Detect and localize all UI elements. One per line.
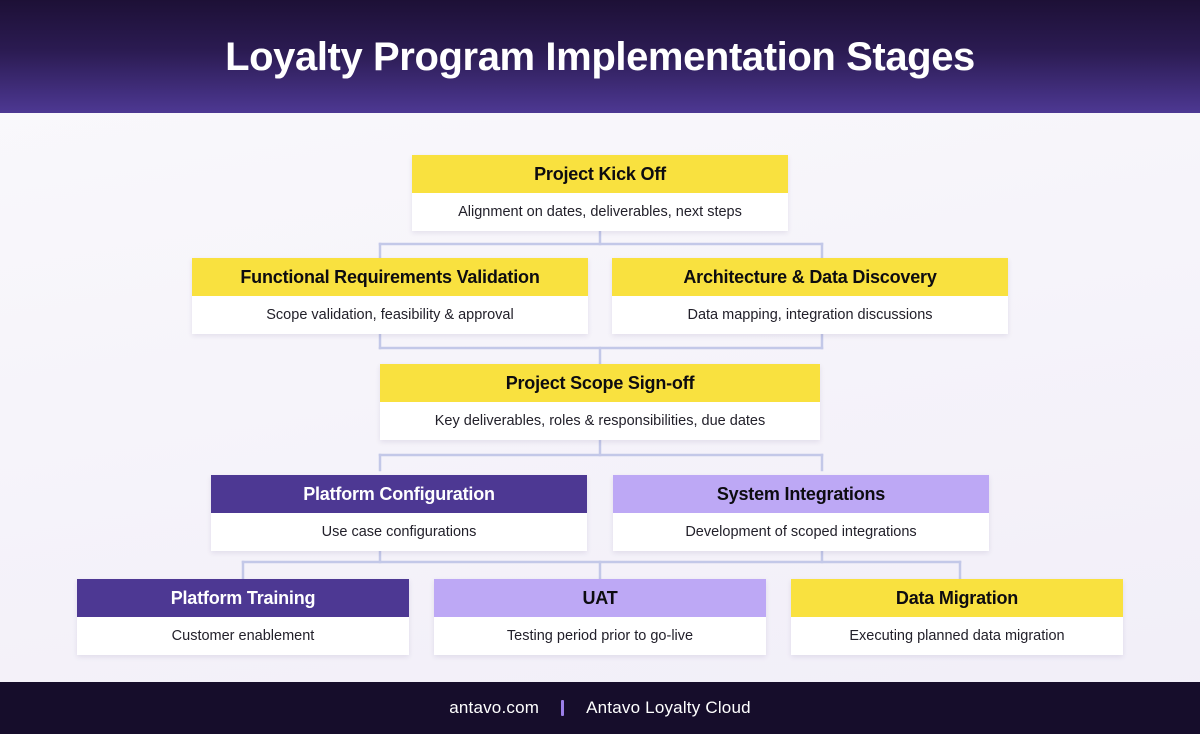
node-description: Development of scoped integrations	[613, 513, 989, 551]
node-description: Key deliverables, roles & responsibiliti…	[380, 402, 820, 440]
node-description: Executing planned data migration	[791, 617, 1123, 655]
node-platform-configuration[interactable]: Platform Configuration Use case configur…	[211, 475, 587, 551]
page-title: Loyalty Program Implementation Stages	[225, 34, 975, 79]
node-title: System Integrations	[613, 475, 989, 513]
footer-website[interactable]: antavo.com	[449, 698, 540, 717]
node-title: Functional Requirements Validation	[192, 258, 588, 296]
footer-bar: antavo.com Antavo Loyalty Cloud	[0, 682, 1200, 734]
node-description: Testing period prior to go-live	[434, 617, 766, 655]
node-data-migration[interactable]: Data Migration Executing planned data mi…	[791, 579, 1123, 655]
node-description: Customer enablement	[77, 617, 409, 655]
footer-separator-icon	[561, 700, 565, 716]
footer-product-name: Antavo Loyalty Cloud	[586, 698, 751, 717]
node-description: Scope validation, feasibility & approval	[192, 296, 588, 334]
node-title: Project Kick Off	[412, 155, 788, 193]
node-title: Platform Configuration	[211, 475, 587, 513]
node-platform-training[interactable]: Platform Training Customer enablement	[77, 579, 409, 655]
node-description: Alignment on dates, deliverables, next s…	[412, 193, 788, 231]
node-description: Data mapping, integration discussions	[612, 296, 1008, 334]
node-title: Platform Training	[77, 579, 409, 617]
node-architecture-data-discovery[interactable]: Architecture & Data Discovery Data mappi…	[612, 258, 1008, 334]
node-system-integrations[interactable]: System Integrations Development of scope…	[613, 475, 989, 551]
node-title: UAT	[434, 579, 766, 617]
node-title: Data Migration	[791, 579, 1123, 617]
node-functional-requirements-validation[interactable]: Functional Requirements Validation Scope…	[192, 258, 588, 334]
header-banner: Loyalty Program Implementation Stages	[0, 0, 1200, 113]
node-project-scope-sign-off[interactable]: Project Scope Sign-off Key deliverables,…	[380, 364, 820, 440]
node-title: Project Scope Sign-off	[380, 364, 820, 402]
node-description: Use case configurations	[211, 513, 587, 551]
node-uat[interactable]: UAT Testing period prior to go-live	[434, 579, 766, 655]
node-title: Architecture & Data Discovery	[612, 258, 1008, 296]
node-project-kick-off[interactable]: Project Kick Off Alignment on dates, del…	[412, 155, 788, 231]
